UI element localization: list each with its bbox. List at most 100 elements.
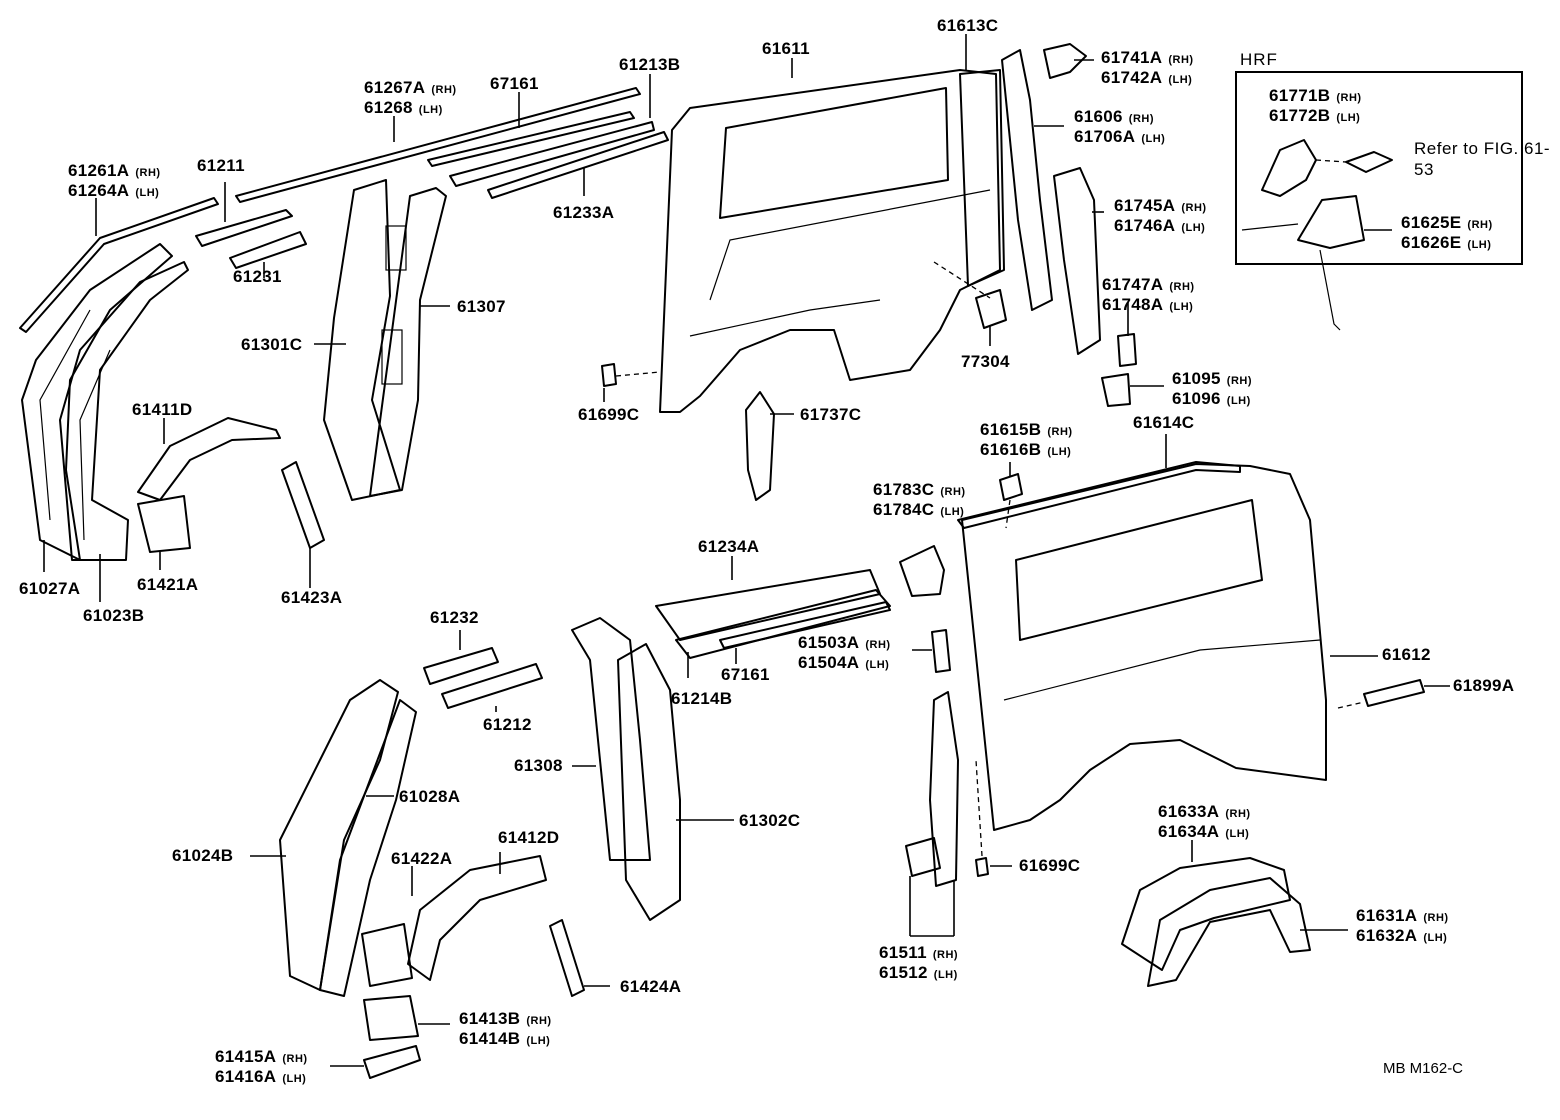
label-61899A[interactable]: 61899A bbox=[1453, 676, 1515, 695]
label-61028A[interactable]: 61028A bbox=[399, 787, 461, 806]
label-61741A[interactable]: 61741A(RH)61742A(LH) bbox=[1101, 48, 1194, 87]
label-61415A[interactable]: 61415A(RH)61416A(LH) bbox=[215, 1047, 308, 1086]
label-61233A[interactable]: 61233A bbox=[553, 203, 615, 222]
label-61234A[interactable]: 61234A bbox=[698, 537, 760, 556]
label-61633A[interactable]: 61633A(RH)61634A(LH) bbox=[1158, 802, 1251, 841]
label-61614C[interactable]: 61614C bbox=[1133, 413, 1195, 432]
bracket-61771B bbox=[1261, 139, 1317, 197]
wheelhouse-61411D bbox=[137, 417, 281, 501]
rail-61212 bbox=[441, 663, 543, 709]
bracket-77304 bbox=[975, 289, 1007, 329]
hrf-title: HRF bbox=[1240, 50, 1278, 69]
rail-61267A bbox=[235, 87, 641, 203]
label-61737C[interactable]: 61737C bbox=[800, 405, 862, 424]
pillar-61302C bbox=[617, 643, 681, 921]
label-67161-lower[interactable]: 67161 bbox=[721, 665, 770, 684]
diagram-code: MB M162-C bbox=[1383, 1060, 1464, 1077]
refer-line-1: Refer to bbox=[1414, 139, 1479, 158]
panel-61613C bbox=[959, 69, 1005, 287]
label-77304[interactable]: 77304 bbox=[961, 352, 1010, 371]
wheelhouse-61633A bbox=[1121, 857, 1291, 971]
label-61699C-lower[interactable]: 61699C bbox=[1019, 856, 1081, 875]
label-61771B[interactable]: 61771B(RH)61772B(LH) bbox=[1269, 86, 1362, 125]
brace-61737C bbox=[745, 391, 775, 501]
moulding-61899A bbox=[1363, 679, 1425, 707]
hrf-inset-box bbox=[1235, 71, 1523, 265]
pillar-61606 bbox=[1001, 49, 1053, 311]
label-61261A[interactable]: 61261A(RH)61264A(LH) bbox=[68, 161, 161, 200]
label-61423A[interactable]: 61423A bbox=[281, 588, 343, 607]
label-61212[interactable]: 61212 bbox=[483, 715, 532, 734]
label-61231[interactable]: 61231 bbox=[233, 267, 282, 286]
rail-61213B bbox=[449, 121, 655, 187]
label-61783C[interactable]: 61783C(RH)61784C(LH) bbox=[873, 480, 966, 519]
brace-61423A bbox=[281, 461, 325, 549]
side-panel-61611 bbox=[659, 69, 1001, 413]
label-61211[interactable]: 61211 bbox=[197, 156, 245, 175]
rail-61233A bbox=[487, 131, 669, 199]
pillar-61028A bbox=[319, 699, 417, 997]
pillar-61301C bbox=[323, 179, 401, 501]
label-61095[interactable]: 61095(RH)61096(LH) bbox=[1172, 369, 1252, 408]
label-61307[interactable]: 61307 bbox=[457, 297, 506, 316]
panel-61211 bbox=[195, 209, 293, 247]
bracket-61421A bbox=[137, 495, 191, 553]
bracket-61783C bbox=[899, 545, 945, 597]
label-61027A[interactable]: 61027A bbox=[19, 579, 81, 598]
label-61699C-upper[interactable]: 61699C bbox=[578, 405, 640, 424]
pillar-61307 bbox=[369, 187, 447, 497]
label-61412D[interactable]: 61412D bbox=[498, 828, 560, 847]
panel-61614C bbox=[957, 461, 1241, 529]
label-61232[interactable]: 61232 bbox=[430, 608, 479, 627]
label-61302C[interactable]: 61302C bbox=[739, 811, 801, 830]
label-61424A[interactable]: 61424A bbox=[620, 977, 682, 996]
panel-61231 bbox=[229, 231, 307, 269]
bracket-61615B bbox=[999, 473, 1023, 501]
leader-lines bbox=[43, 34, 1450, 1067]
side-panel-61612 bbox=[961, 463, 1327, 831]
label-61411D[interactable]: 61411D bbox=[132, 400, 193, 419]
label-61611[interactable]: 61611 bbox=[762, 39, 810, 58]
label-61747A[interactable]: 61747A(RH)61748A(LH) bbox=[1102, 275, 1195, 314]
label-61612[interactable]: 61612 bbox=[1382, 645, 1431, 664]
wheelhouse-61412D bbox=[407, 855, 547, 981]
label-61503A[interactable]: 61503A(RH)61504A(LH) bbox=[798, 633, 891, 672]
bracket-61747A bbox=[1117, 333, 1137, 367]
brace-61424A bbox=[549, 919, 585, 997]
label-61631A[interactable]: 61631A(RH)61632A(LH) bbox=[1356, 906, 1449, 945]
label-61213B[interactable]: 61213B bbox=[619, 55, 681, 74]
label-61615B[interactable]: 61615B(RH)61616B(LH) bbox=[980, 420, 1073, 459]
label-61421A[interactable]: 61421A bbox=[137, 575, 199, 594]
label-61625E[interactable]: 61625E(RH)61626E(LH) bbox=[1401, 213, 1493, 252]
label-61214B[interactable]: 61214B bbox=[671, 689, 733, 708]
drip-rail-61261A bbox=[19, 197, 219, 333]
label-61267A[interactable]: 61267A(RH)61268(LH) bbox=[364, 78, 457, 117]
bracket-61415A bbox=[363, 1045, 421, 1079]
bracket-61625E bbox=[1297, 195, 1365, 249]
label-61301C[interactable]: 61301C bbox=[241, 335, 303, 354]
label-61511[interactable]: 61511(RH)61512(LH) bbox=[879, 943, 959, 982]
label-61422A[interactable]: 61422A bbox=[391, 849, 453, 868]
weatherstrip-67161-lower bbox=[719, 601, 891, 649]
rail-61214B bbox=[675, 589, 891, 659]
bracket-61699C-lower bbox=[975, 857, 989, 877]
rail-61232 bbox=[423, 647, 499, 685]
label-61024B[interactable]: 61024B bbox=[172, 846, 234, 865]
brace-61511 bbox=[905, 691, 959, 887]
refer-note: Refer to FIG. 61-53 bbox=[1414, 138, 1560, 180]
bracket-61095 bbox=[1101, 373, 1131, 407]
label-61745A[interactable]: 61745A(RH)61746A(LH) bbox=[1114, 196, 1207, 235]
pillar-61745A bbox=[1053, 167, 1101, 355]
pillar-61308 bbox=[571, 617, 651, 861]
label-67161-upper[interactable]: 67161 bbox=[490, 74, 539, 93]
bracket-61413B bbox=[363, 995, 419, 1041]
label-61308[interactable]: 61308 bbox=[514, 756, 563, 775]
label-61413B[interactable]: 61413B(RH)61414B(LH) bbox=[459, 1009, 552, 1048]
label-61613C[interactable]: 61613C bbox=[937, 16, 999, 35]
bracket-61699C-upper bbox=[601, 363, 617, 387]
label-61606[interactable]: 61606(RH)61706A(LH) bbox=[1074, 107, 1166, 146]
bracket-refer-fig bbox=[1345, 151, 1393, 173]
label-61023B[interactable]: 61023B bbox=[83, 606, 145, 625]
bracket-61741A bbox=[1043, 43, 1087, 79]
